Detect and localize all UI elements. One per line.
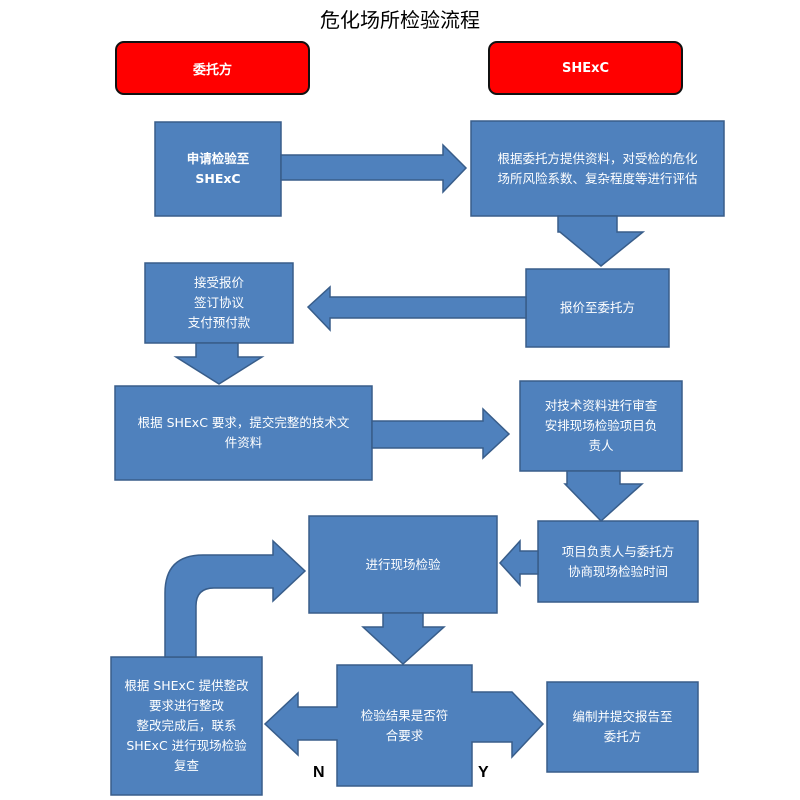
box-rectify bbox=[110, 656, 263, 796]
node-accept: 接受报价 签订协议 支付预付款 bbox=[187, 275, 251, 330]
box-review bbox=[519, 380, 683, 472]
arrow-right-apply-to-evaluate bbox=[280, 143, 468, 194]
node-inspect: 进行现场检验 bbox=[365, 556, 441, 572]
node-review: 对技术资料进行审查 安排现场检验项目负 责人 bbox=[544, 398, 658, 453]
arrow-down-inspect-to-decision bbox=[361, 612, 446, 666]
node-schedule: 项目负责人与委托方 协商现场检验时间 bbox=[561, 543, 675, 579]
node-decision: 检验结果是否符 合要求 bbox=[360, 707, 449, 743]
box-inspect bbox=[308, 515, 498, 614]
node-apply: 申请检验至 SHExC bbox=[186, 151, 250, 186]
decision-double-arrow bbox=[263, 664, 545, 787]
arrow-down-evaluate-to-quote bbox=[557, 215, 646, 267]
lane-header-agency: SHExC bbox=[488, 41, 683, 95]
lane-header-client: 委托方 bbox=[115, 41, 310, 95]
node-report: 编制并提交报告至 委托方 bbox=[572, 709, 673, 744]
page-title: 危化场所检验流程 bbox=[320, 8, 480, 32]
arrow-right-submit-to-review bbox=[371, 407, 511, 460]
box-apply bbox=[154, 121, 282, 217]
box-schedule bbox=[537, 520, 699, 603]
node-evaluate: 根据委托方提供资料，对受检的危化 场所风险系数、复杂程度等进行评估 bbox=[497, 150, 698, 186]
branch-label-no: N bbox=[313, 764, 325, 781]
node-rectify: 根据 SHExC 提供整改 要求进行整改 整改完成后，联系 SHExC 进行现场… bbox=[124, 678, 249, 773]
branch-label-yes: Y bbox=[478, 764, 489, 781]
node-submit-docs: 根据 SHExC 要求，提交完整的技术文 件资料 bbox=[137, 415, 350, 450]
arrow-down-accept-to-submit bbox=[173, 342, 265, 385]
box-report bbox=[546, 681, 699, 773]
arrow-bent-rectify-to-inspect bbox=[164, 539, 307, 658]
arrow-left-quote-to-accept bbox=[306, 285, 527, 332]
arrow-left-schedule-to-inspect bbox=[498, 539, 539, 587]
box-accept bbox=[144, 262, 294, 344]
arrow-down-review-to-schedule bbox=[563, 470, 644, 523]
box-quote bbox=[525, 268, 670, 348]
box-submit-docs bbox=[114, 385, 373, 481]
node-quote: 报价至委托方 bbox=[559, 300, 635, 315]
box-evaluate bbox=[470, 120, 725, 217]
